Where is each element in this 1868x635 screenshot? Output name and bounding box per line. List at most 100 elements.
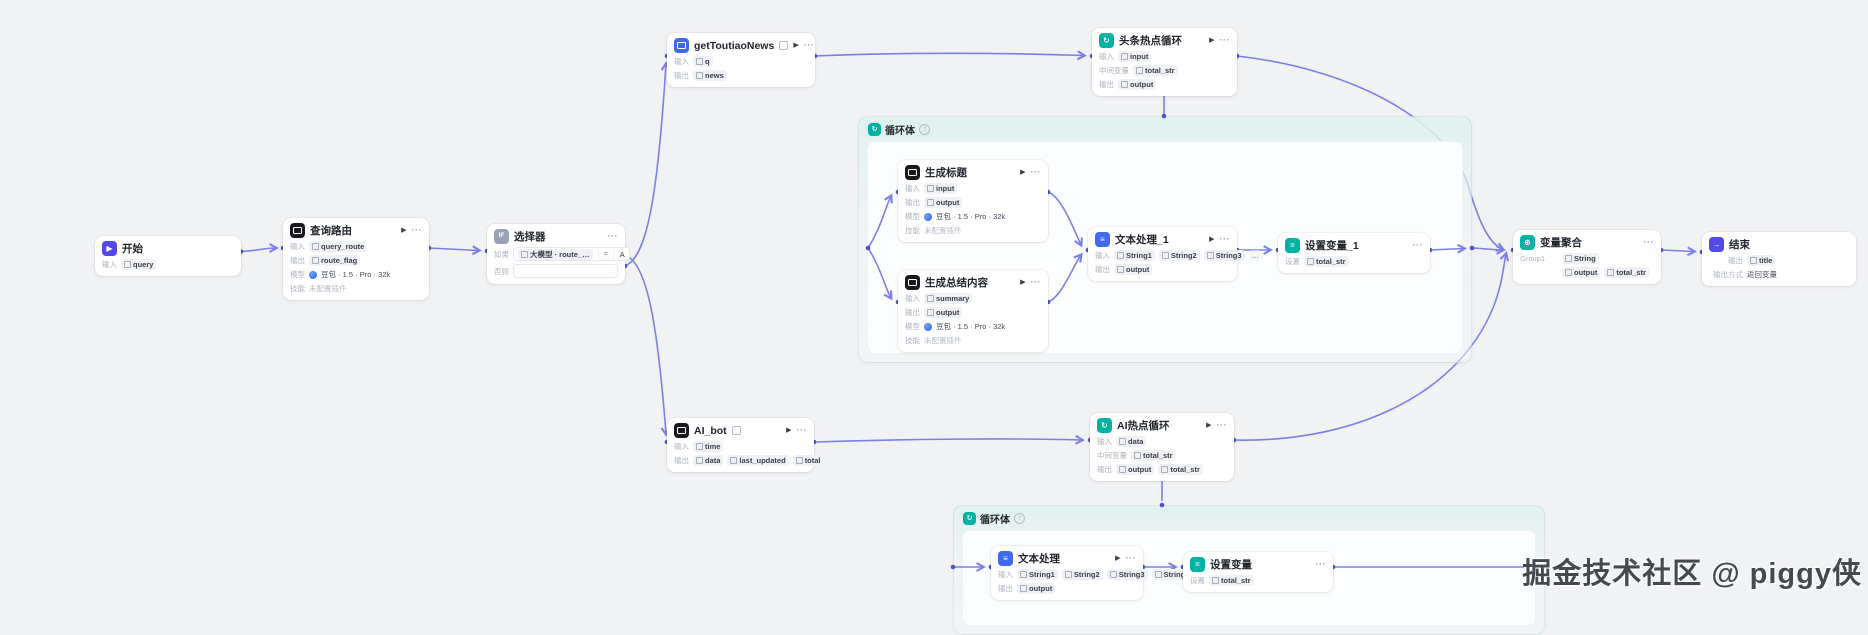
plugin-badge-icon <box>731 426 741 435</box>
row-label: 否则 <box>494 266 509 276</box>
more-menu-button[interactable]: ··· <box>607 231 618 241</box>
more-menu-button[interactable]: ··· <box>1125 553 1136 563</box>
run-node-button[interactable]: ▶ <box>1206 422 1212 429</box>
node-text-process-1[interactable]: ≡ 文本处理_1 ▶ ··· 输入 String1 String2 String… <box>1088 227 1263 281</box>
set-variable-icon: = <box>1190 557 1205 572</box>
condition-row[interactable]: 大模型 · route_… = A <box>513 247 630 261</box>
node-toutiao-loop[interactable]: ↻ 头条热点循环 ▶ ··· 输入 input 中间变量 total_str 输… <box>1092 28 1237 96</box>
edge-variable-merge-to-end <box>1660 250 1694 252</box>
run-node-button[interactable]: ▶ <box>1115 555 1121 562</box>
param-tag: output <box>1118 79 1157 90</box>
node-set-variable[interactable]: = 设置变量 ··· 设置 total_str <box>1183 552 1333 592</box>
row-label: 输出 <box>905 198 920 207</box>
node-gen-summary[interactable]: 生成总结内容 ▶ ··· 输入 summary 输出 output 模型 豆包 … <box>898 270 1048 352</box>
row-label: 输出 <box>290 256 305 265</box>
else-row[interactable] <box>513 264 618 278</box>
row-label: 输入 <box>1097 437 1112 446</box>
param-tag: total_str <box>1158 464 1203 475</box>
run-node-button[interactable]: ▶ <box>1209 37 1215 44</box>
condition-operator[interactable]: = <box>597 250 608 258</box>
plugin-glyph <box>677 42 686 49</box>
loop-icon: ↻ <box>1097 418 1112 433</box>
more-menu-button[interactable]: ··· <box>1030 167 1041 177</box>
row-label: 模型 <box>905 322 920 331</box>
type-icon <box>124 261 131 268</box>
run-node-button[interactable]: ▶ <box>1020 169 1026 176</box>
param-tag: time <box>693 441 724 452</box>
run-node-button[interactable]: ▶ <box>786 427 792 434</box>
edge-loop-out-to-variable-merge <box>1471 248 1503 250</box>
loop-glyph: ↻ <box>966 515 973 522</box>
param-tag: q <box>693 56 713 67</box>
node-text-process[interactable]: ≡ 文本处理 ▶ ··· 输入 String1 String2 String3 … <box>991 546 1193 600</box>
row-label: 输入 <box>102 260 117 269</box>
type-icon <box>1109 571 1117 578</box>
node-title: AI_bot <box>694 424 727 437</box>
param-tag: summary <box>924 293 973 304</box>
type-icon <box>927 309 934 316</box>
llm-glyph <box>293 227 302 234</box>
param-tag: query <box>121 259 157 270</box>
param-tag: output <box>1116 464 1155 475</box>
node-get-toutiao-news[interactable]: getToutiaoNews ▶ ··· 输入 q 输出 news <box>667 33 815 87</box>
node-start[interactable]: ▶ 开始 输入 query <box>95 236 241 276</box>
param-tag: String4 <box>1151 569 1193 580</box>
end-icon: → <box>1709 237 1724 252</box>
more-menu-button[interactable]: ··· <box>803 40 815 50</box>
edge-query-route-to-selector <box>428 248 479 251</box>
loop-icon: ↻ <box>868 123 881 136</box>
row-label: 中间变量 <box>1097 451 1127 460</box>
more-menu-button[interactable]: ··· <box>1219 35 1230 45</box>
param-tag: output <box>1562 267 1601 278</box>
more-menu-button[interactable]: ··· <box>1030 277 1041 287</box>
param-tag: total <box>792 455 824 466</box>
row-label: 输出 <box>674 456 689 465</box>
node-set-variable-1[interactable]: = 设置变量_1 ··· 设置 total_str <box>1278 233 1430 273</box>
type-icon <box>1161 252 1169 259</box>
node-gen-title[interactable]: 生成标题 ▶ ··· 输入 input 输出 output 模型 豆包 · 1.… <box>898 160 1048 242</box>
param-tag: data <box>693 455 724 466</box>
type-icon <box>696 457 703 464</box>
row-label: 输出 <box>905 308 920 317</box>
more-menu-button[interactable]: ··· <box>1412 240 1423 250</box>
more-menu-button[interactable]: ··· <box>1219 234 1230 244</box>
type-icon <box>1161 466 1169 473</box>
plugin-icon <box>674 423 689 438</box>
param-tag: output <box>1114 264 1153 275</box>
row-label: 输出 <box>1099 80 1114 89</box>
node-selector[interactable]: IF 选择器 ··· 如果 大模型 · route_… = A 否则 <box>487 224 630 284</box>
more-menu-button[interactable]: ··· <box>1315 559 1326 569</box>
row-label: 输入 <box>1095 251 1110 260</box>
set-variable-glyph: = <box>1195 559 1200 569</box>
param-tag: String2 <box>1061 569 1103 580</box>
llm-glyph <box>908 169 917 176</box>
param-tag: title <box>1747 255 1776 266</box>
type-icon <box>1020 571 1027 578</box>
edge-selector-to-get-toutiao-news <box>624 64 666 267</box>
node-variable-merge[interactable]: ⊕ 变量聚合 ··· Group1 String output total_st… <box>1513 230 1661 284</box>
param-tag: output <box>924 307 963 318</box>
loop-icon: ↻ <box>1099 33 1114 48</box>
row-label: 技能 <box>290 284 305 293</box>
model-name: 豆包 · 1.5 · Pro · 32k <box>936 322 1006 331</box>
condition-value[interactable]: A <box>612 249 625 259</box>
node-query-route[interactable]: 查询路由 ▶ ··· 输入 query_route 输出 route_flag … <box>283 218 429 300</box>
run-node-button[interactable]: ▶ <box>1209 236 1215 243</box>
param-tag: String3 <box>1106 569 1148 580</box>
run-node-button[interactable]: ▶ <box>1020 279 1026 286</box>
type-icon <box>312 243 319 250</box>
node-ai-loop[interactable]: ↻ AI热点循环 ▶ ··· 输入 data 中间变量 total_str 输出… <box>1090 413 1234 481</box>
node-ai-bot[interactable]: AI_bot ▶ ··· 输入 time 输出 data last_update… <box>667 418 824 472</box>
set-variable-icon: = <box>1285 238 1300 253</box>
node-end[interactable]: → 结束 输出 title 输出方式 返回变量 <box>1702 232 1856 286</box>
more-menu-button[interactable]: ··· <box>796 425 807 435</box>
more-menu-button[interactable]: ··· <box>411 225 422 235</box>
loop-icon: ↻ <box>963 512 976 525</box>
more-menu-button[interactable]: ··· <box>1643 237 1654 247</box>
type-icon <box>696 72 703 79</box>
row-label: 输出 <box>998 584 1013 593</box>
row-label: 技能 <box>905 226 920 235</box>
run-node-button[interactable]: ▶ <box>401 227 407 234</box>
run-node-button[interactable]: ▶ <box>793 42 799 49</box>
more-menu-button[interactable]: ··· <box>1216 420 1227 430</box>
